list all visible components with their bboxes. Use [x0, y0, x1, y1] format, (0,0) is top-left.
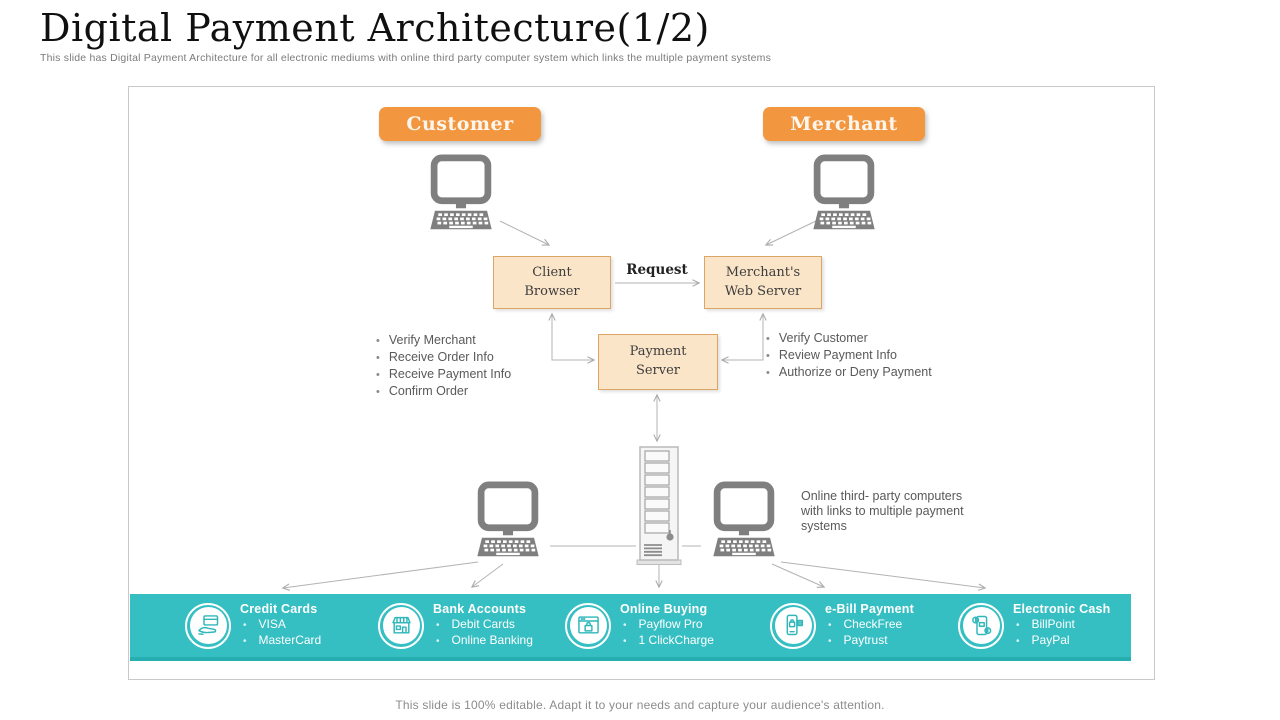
- merchant-computer-icon: [802, 151, 886, 242]
- payment-system-electronic-cash: Electronic Cash BillPoint PayPal: [958, 602, 1110, 649]
- payment-system-item: Online Banking: [433, 633, 533, 649]
- payment-system-item: 1 ClickCharge: [620, 633, 714, 649]
- customer-computer-icon: [419, 151, 503, 242]
- third-party-computer-left-icon: [466, 478, 550, 569]
- payment-server-box: Payment Server: [598, 334, 718, 390]
- payment-system-credit-cards: Credit Cards VISA MasterCard: [185, 602, 321, 649]
- payment-systems-bar: Credit Cards VISA MasterCard Bank Accoun…: [130, 594, 1131, 661]
- payment-system-title: Bank Accounts: [433, 602, 527, 616]
- customer-badge: Customer: [379, 107, 541, 141]
- customer-action: Verify Merchant: [376, 332, 511, 349]
- payment-system-title: Electronic Cash: [1013, 602, 1111, 616]
- slide-header: Digital Payment Architecture(1/2) This s…: [40, 6, 771, 64]
- page-subtitle: This slide has Digital Payment Architect…: [40, 52, 772, 64]
- payment-system-item: MasterCard: [240, 633, 322, 649]
- payment-system-title: Credit Cards: [240, 602, 318, 616]
- request-label: Request: [626, 262, 688, 278]
- payment-system-ebill: e-Bill Payment CheckFree Paytrust: [770, 602, 914, 649]
- third-party-computer-right-icon: [702, 478, 786, 569]
- payment-system-item: Payflow Pro: [620, 617, 714, 633]
- payment-system-item: VISA: [240, 617, 321, 633]
- credit-card-hand-icon: [185, 602, 231, 649]
- payment-system-items: VISA MasterCard: [240, 617, 322, 649]
- customer-actions-list: Verify Merchant Receive Order Info Recei…: [376, 332, 511, 400]
- payment-system-items: Debit Cards Online Banking: [433, 617, 533, 649]
- browser-cart-icon: [565, 602, 611, 649]
- payment-system-title: e-Bill Payment: [825, 602, 914, 616]
- merchant-action: Review Payment Info: [766, 347, 932, 364]
- client-browser-box: Client Browser: [493, 256, 611, 309]
- mobile-bill-icon: [770, 602, 816, 649]
- payment-system-item: BillPoint: [1013, 617, 1110, 633]
- page-title: Digital Payment Architecture(1/2): [40, 6, 710, 50]
- payment-system-bank-accounts: Bank Accounts Debit Cards Online Banking: [378, 602, 533, 649]
- payment-system-item: Debit Cards: [433, 617, 533, 633]
- payment-system-items: BillPoint PayPal: [1013, 617, 1110, 649]
- payment-system-items: Payflow Pro 1 ClickCharge: [620, 617, 714, 649]
- payment-system-item: CheckFree: [825, 617, 914, 633]
- payment-system-item: PayPal: [1013, 633, 1110, 649]
- payment-gateway-server-icon: [636, 446, 682, 571]
- payment-system-item: Paytrust: [825, 633, 914, 649]
- merchant-action: Verify Customer: [766, 330, 932, 347]
- merchant-badge-label: Merchant: [790, 113, 898, 135]
- payment-system-title: Online Buying: [620, 602, 708, 616]
- third-party-note: Online third- party computers with links…: [801, 489, 964, 533]
- mobile-cash-icon: [958, 602, 1004, 649]
- customer-action: Receive Order Info: [376, 349, 511, 366]
- merchant-actions-list: Verify Customer Review Payment Info Auth…: [766, 330, 932, 381]
- customer-action: Receive Payment Info: [376, 366, 511, 383]
- merchant-badge: Merchant: [763, 107, 925, 141]
- customer-action: Confirm Order: [376, 383, 511, 400]
- slide-footer: This slide is 100% editable. Adapt it to…: [395, 698, 885, 712]
- diagram-canvas: Customer Merchant Client Browser Merchan…: [128, 86, 1155, 680]
- merchant-action: Authorize or Deny Payment: [766, 364, 932, 381]
- bank-building-icon: [378, 602, 424, 649]
- payment-system-items: CheckFree Paytrust: [825, 617, 914, 649]
- payment-system-online-buying: Online Buying Payflow Pro 1 ClickCharge: [565, 602, 714, 649]
- customer-badge-label: Customer: [406, 113, 514, 135]
- merchant-web-server-box: Merchant's Web Server: [704, 256, 822, 309]
